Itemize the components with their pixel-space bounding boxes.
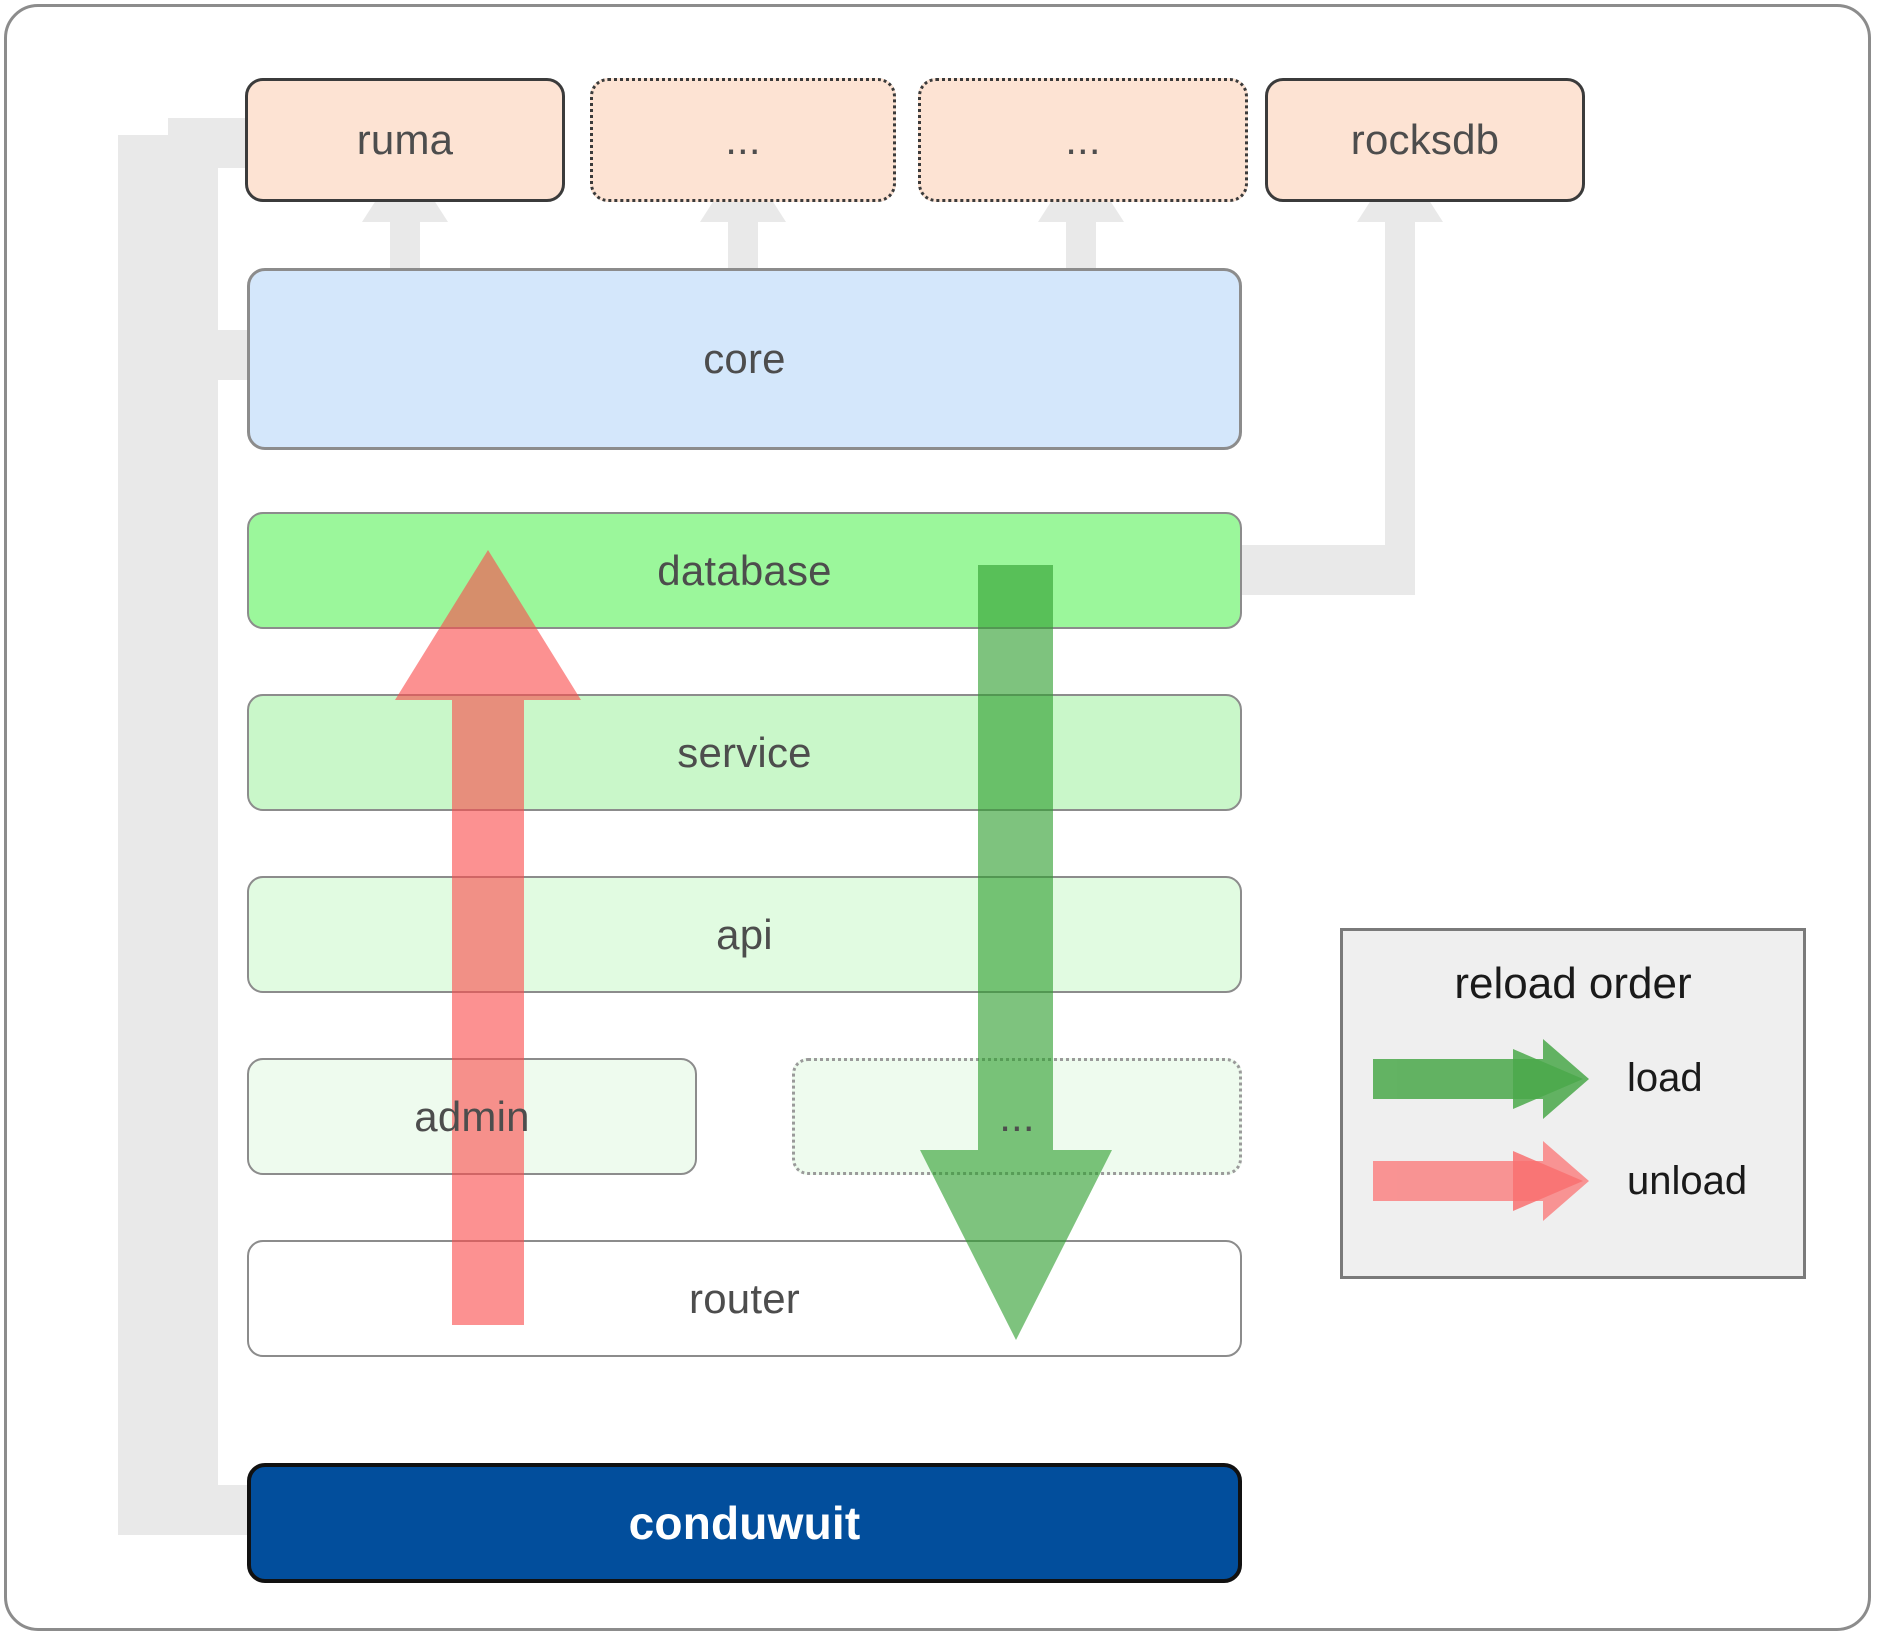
node-router-label: router xyxy=(689,1274,800,1322)
diagram-outer-frame xyxy=(4,4,1871,1631)
node-service[interactable]: service xyxy=(247,694,1242,811)
node-conduwuit-label: conduwuit xyxy=(628,1497,861,1549)
node-dependency-placeholder-1[interactable]: ... xyxy=(590,78,896,202)
node-stack-placeholder-label: ... xyxy=(999,1092,1035,1140)
node-conduwuit[interactable]: conduwuit xyxy=(247,1463,1242,1583)
legend-title: reload order xyxy=(1454,959,1692,1008)
unload-arrow-icon xyxy=(1373,1141,1589,1221)
node-core[interactable]: core xyxy=(247,268,1242,450)
legend-arrow-icons xyxy=(1373,1039,1589,1221)
node-stack-placeholder[interactable]: ... xyxy=(792,1058,1242,1175)
node-database[interactable]: database xyxy=(247,512,1242,629)
legend-unload-label: unload xyxy=(1627,1159,1748,1203)
node-database-label: database xyxy=(657,546,832,594)
load-arrow-icon xyxy=(1373,1039,1589,1119)
node-admin-label: admin xyxy=(414,1092,530,1140)
node-api-label: api xyxy=(716,910,773,958)
node-dependency-placeholder-2[interactable]: ... xyxy=(918,78,1248,202)
node-dependency-placeholder-1-label: ... xyxy=(725,116,761,163)
legend-panel: reload order load unload xyxy=(1340,928,1806,1279)
node-api[interactable]: api xyxy=(247,876,1242,993)
node-ruma-label: ruma xyxy=(356,116,454,163)
node-admin[interactable]: admin xyxy=(247,1058,697,1175)
legend-load-label: load xyxy=(1627,1056,1703,1100)
node-rocksdb-label: rocksdb xyxy=(1350,116,1500,163)
node-router[interactable]: router xyxy=(247,1240,1242,1357)
node-service-label: service xyxy=(677,728,812,776)
node-dependency-placeholder-2-label: ... xyxy=(1065,116,1101,163)
node-rocksdb[interactable]: rocksdb xyxy=(1265,78,1585,202)
node-core-label: core xyxy=(703,335,786,382)
node-ruma[interactable]: ruma xyxy=(245,78,565,202)
